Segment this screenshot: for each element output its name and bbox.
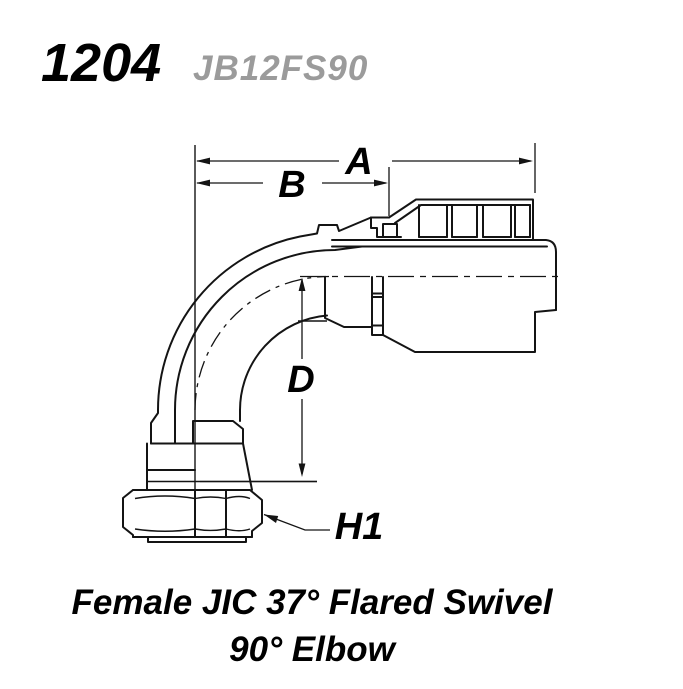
nut-bottom-rim: [147, 536, 247, 543]
fitting-body: [324, 239, 557, 353]
model-code: JB12FS90: [193, 49, 369, 88]
collar-step2-sides: [146, 442, 253, 491]
dim-label-d: D: [287, 359, 315, 401]
dimension-a: [196, 143, 536, 193]
elbow-inner-wall-arc: [174, 245, 363, 411]
bend-centerline-arc: [194, 275, 330, 411]
centerlines: [194, 145, 560, 537]
nut-left-flange: [122, 489, 134, 538]
dim-d-arrow-down: [298, 463, 306, 477]
dim-a-arrow-left: [196, 157, 210, 165]
caption-line-2: 90° Elbow: [229, 630, 395, 669]
dim-b-arrow-left: [196, 179, 210, 187]
dim-label-b: B: [278, 164, 306, 206]
dimension-d: [200, 277, 317, 483]
ferrule-inner-slope: [394, 204, 531, 224]
h1-leader-line: [263, 513, 330, 531]
clip-steps: [370, 216, 402, 238]
body-bottom-profile: [382, 309, 557, 353]
serration-walls: [418, 204, 531, 238]
dim-a-arrow-right: [519, 157, 533, 165]
collar-step1: [192, 420, 244, 445]
dimension-h1-leader: [263, 513, 330, 531]
clip-notch: [382, 223, 398, 238]
dimension-b: [196, 167, 390, 216]
nut-bottom-chamfer-arcs: [134, 528, 251, 532]
body-left-profile: [324, 276, 373, 328]
tube-left-outer: [150, 409, 159, 445]
elbow-tube: [150, 216, 372, 445]
dim-d-arrow-up: [298, 277, 306, 291]
h1-arrowhead: [264, 514, 279, 523]
caption-line-1: Female JIC 37° Flared Swivel: [71, 583, 553, 622]
body-top-line: [331, 239, 557, 311]
body-step-rects: [371, 276, 384, 336]
swivel-collar: [146, 420, 317, 491]
nut-top-and-right: [132, 489, 263, 538]
part-number: 1204: [41, 33, 162, 93]
retaining-clip: [370, 216, 402, 238]
nut-top-chamfer-arcs: [134, 495, 251, 500]
ferrule-outline: [388, 198, 534, 241]
dim-label-a: A: [345, 141, 373, 183]
elbow-outer-contour: [157, 216, 372, 411]
elbow-bore-arc: [239, 314, 328, 411]
crimp-ferrule: [388, 198, 534, 241]
dim-label-h1: H1: [334, 506, 384, 548]
swivel-nut: [122, 489, 263, 543]
dim-b-arrow-right: [374, 179, 388, 187]
